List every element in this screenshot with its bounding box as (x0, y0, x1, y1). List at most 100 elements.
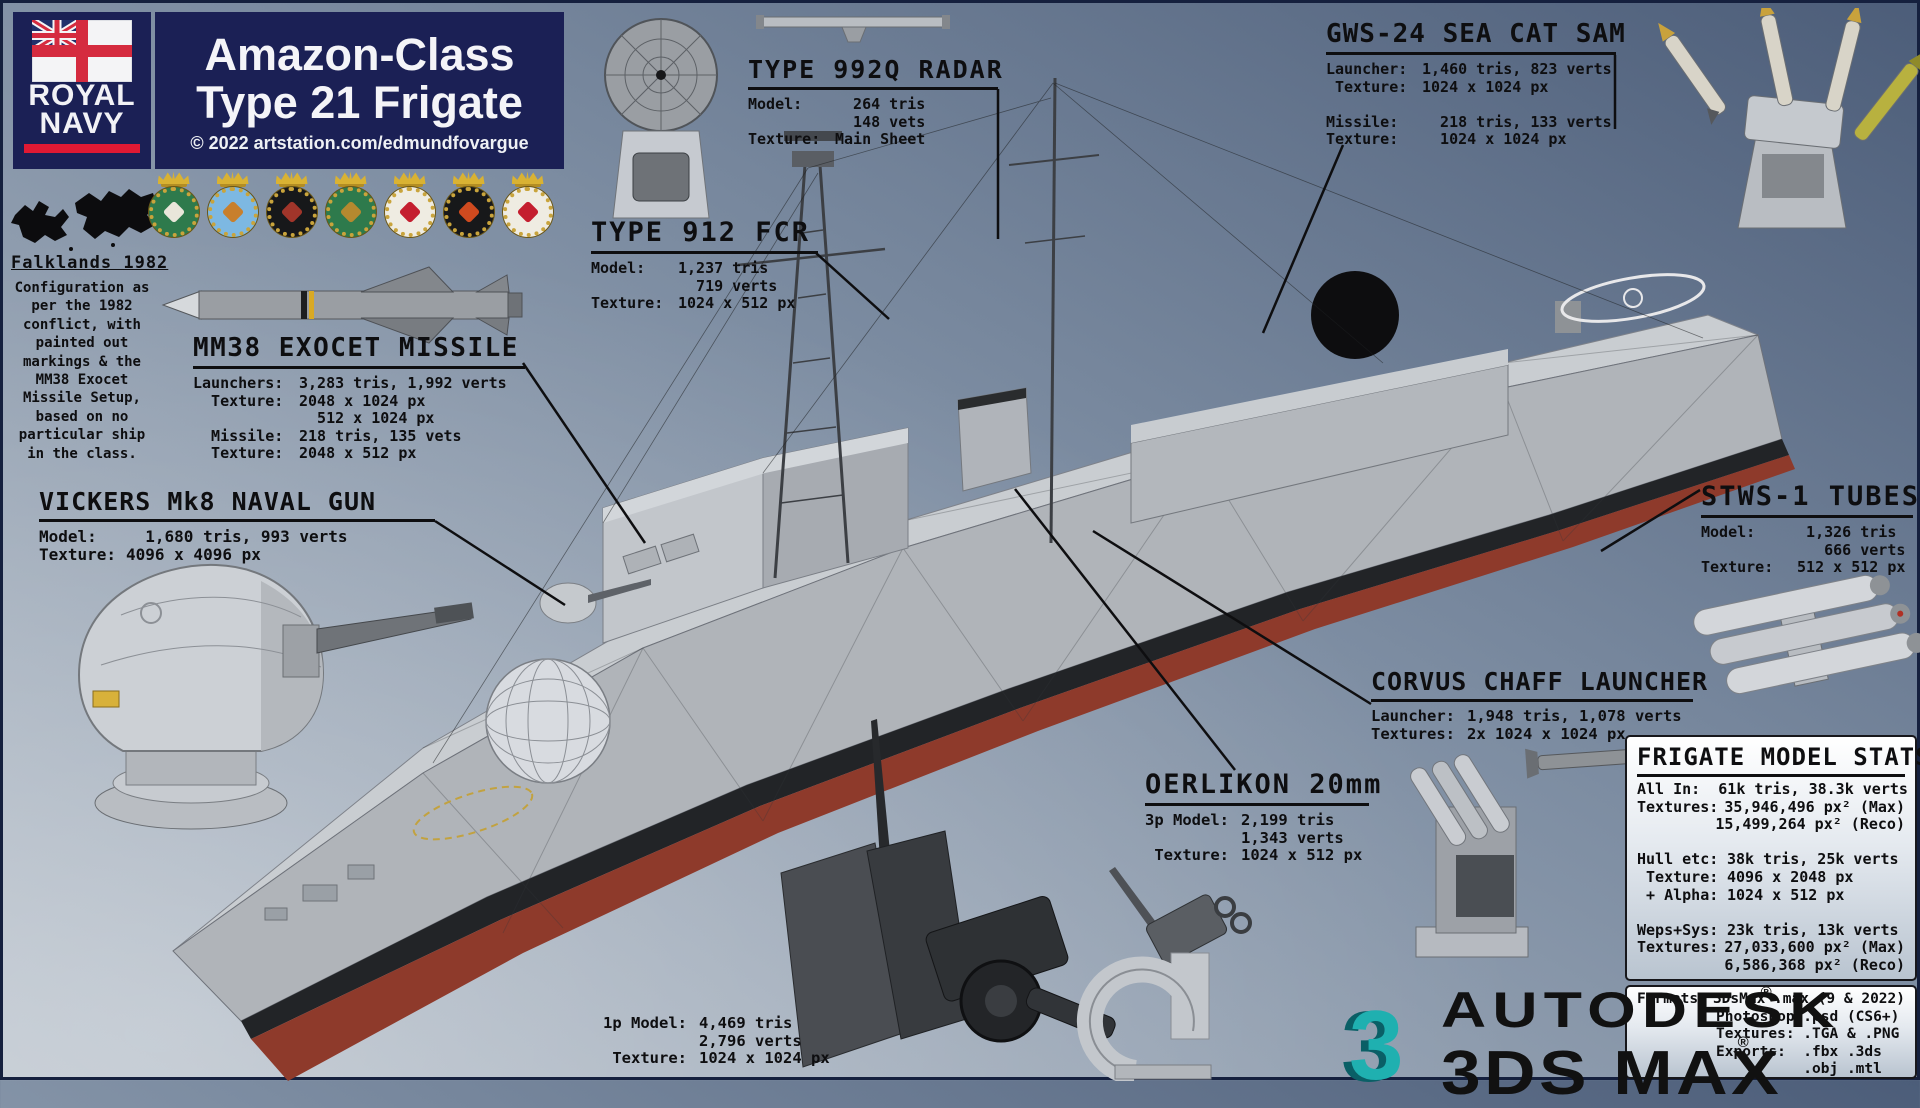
block-stws: STWS-1 TUBES Model: 1,326 tris 666 verts… (1701, 481, 1920, 577)
falklands-map (11, 189, 157, 251)
crest-roundel (325, 187, 376, 237)
falklands-title: Falklands 1982 (11, 253, 169, 273)
block-vickers-title: VICKERS Mk8 NAVAL GUN (39, 487, 377, 516)
stat-row: Texture: 512 x 512 px (1701, 558, 1906, 577)
brand-royal: ROYAL (28, 79, 136, 112)
naval-crown-icon (275, 171, 308, 184)
note-line: MM38 Exocet (35, 372, 129, 389)
crown-base (278, 183, 305, 187)
stat-row: Texture: 1024 x 1024 px (1326, 130, 1567, 149)
block-seacat-stats: Launcher:1,460 tris, 823 verts Texture:1… (1326, 60, 1616, 149)
note-line: markings & the (22, 353, 141, 370)
antenna-bar-render (756, 15, 950, 43)
crest-charge (398, 200, 421, 224)
naval-crown-icon (334, 171, 367, 184)
stat-row: 1p Model:4,469 tris (603, 1014, 793, 1032)
radar-dish-render (604, 18, 718, 219)
block-radar992-rule (748, 87, 998, 90)
note-line: in the class. (27, 445, 137, 462)
stat-row: Texture:1024 x 512 px (591, 294, 796, 313)
ship-crest-7 (501, 171, 554, 237)
block-radar992-title: TYPE 992Q RADAR (748, 55, 1004, 84)
poster-title-line1: Amazon-Class (204, 29, 515, 81)
block-fcr912-title: TYPE 912 FCR (591, 217, 811, 248)
naval-crown-icon (511, 171, 544, 184)
block-exocet-rule (193, 366, 525, 369)
ship-crest-row (147, 171, 554, 237)
stat-row: Hull etc:38k tris, 25k verts (1637, 850, 1899, 869)
exocet-missile-render (161, 266, 523, 344)
crest-charge (162, 200, 185, 224)
stat-row: 1,343 verts (1241, 828, 1344, 847)
block-exocet: MM38 EXOCET MISSILE Launchers:3,283 tris… (193, 333, 525, 463)
torpedo-tubes-render (1693, 574, 1920, 695)
wireframe-sphere-render (485, 658, 611, 784)
stat-row: Formats:3DsMax .max (9 & 2022) (1637, 991, 1905, 1007)
crest-roundel (207, 187, 258, 237)
stat-row: + Alpha:1024 x 512 px (1637, 885, 1845, 904)
crown-base (396, 183, 423, 187)
block-vickers: VICKERS Mk8 NAVAL GUN Model: 1,680 tris,… (39, 487, 435, 563)
stat-row: 3p Model:2,199 tris (1145, 811, 1335, 829)
frigate-model-stats-box: FRIGATE MODEL STATS All In: 61k tris, 38… (1625, 735, 1920, 981)
stat-row: Launcher:1,460 tris, 823 verts (1326, 60, 1612, 78)
crest-charge (516, 200, 539, 224)
crown-base (219, 183, 246, 187)
stat-row (1326, 96, 1616, 114)
formats-box: Formats:3DsMax .max (9 & 2022)Photoshop … (1625, 985, 1917, 1079)
crest-roundel (384, 187, 435, 237)
stat-row: Texture:2048 x 1024 px (193, 391, 426, 410)
brand-navy: NAVY (39, 106, 125, 140)
stat-row: 148 vets (835, 112, 926, 131)
naval-crown-icon (393, 171, 426, 184)
block-seacat: GWS-24 SEA CAT SAM Launcher:1,460 tris, … (1326, 19, 1626, 149)
stat-row: Launcher:1,948 tris, 1,078 verts (1371, 707, 1682, 725)
ship-crest-4 (324, 171, 377, 237)
stat-row: Launchers:3,283 tris, 1,992 verts (193, 374, 507, 392)
royal-navy-logo: ROYAL NAVY (13, 12, 151, 169)
ship-crest-6 (442, 171, 495, 237)
stat-row: Textures: .TGA & .PNG (1716, 1026, 1900, 1043)
stat-row: Texture:Main Sheet (748, 130, 926, 149)
crown-base (160, 183, 187, 187)
frigate-3d-render (172, 77, 1795, 1081)
3dsmax-3-icon: 3 3 (1341, 997, 1404, 1093)
callout-lines (434, 55, 1701, 771)
3dsmax-reg: ® (1737, 1034, 1749, 1051)
note-line: Configuration as (14, 280, 150, 296)
block-corvus-rule (1371, 699, 1693, 702)
block-oerlikon-rule (1145, 803, 1369, 806)
stat-row: Model: 1,326 tris (1701, 523, 1897, 541)
crest-charge (221, 200, 244, 224)
stat-row: Model: 1,680 tris, 993 verts (39, 527, 348, 546)
block-stws-title: STWS-1 TUBES (1701, 481, 1920, 512)
naval-gun-render (77, 563, 474, 830)
stat-row: 719 verts (678, 276, 778, 295)
stat-row: Exports: .fbx .3ds (1716, 1043, 1882, 1060)
block-radar992: TYPE 992Q RADAR Model: 264 tris 148 vets… (748, 55, 1004, 149)
3dsmax-wordmark: 3DS MAX (1441, 1039, 1783, 1108)
oerlikon-guns-render (780, 719, 1252, 1081)
note-line: per the 1982 (31, 298, 133, 315)
white-ensign-flag (32, 20, 132, 82)
block-seacat-rule (1326, 52, 1616, 55)
stat-row: 6,586,368 px² (Reco) (1706, 955, 1905, 974)
frigate-model-stats-title: FRIGATE MODEL STATS (1637, 743, 1920, 771)
block-corvus: CORVUS CHAFF LAUNCHER Launcher:1,948 tri… (1371, 667, 1707, 743)
note-line: conflict, with (22, 316, 141, 333)
note-line: Missile Setup, (22, 390, 141, 407)
ship-crest-2 (206, 171, 259, 237)
block-seacat-title: GWS-24 SEA CAT SAM (1326, 19, 1626, 49)
copyright-text: © 2022 artstation.com/edmundfovargue (190, 132, 529, 153)
block-vickers-rule (39, 519, 435, 522)
crest-charge (457, 200, 480, 224)
crest-roundel (266, 187, 317, 237)
naval-crown-icon (452, 171, 485, 184)
note-line: based on no (35, 408, 129, 425)
